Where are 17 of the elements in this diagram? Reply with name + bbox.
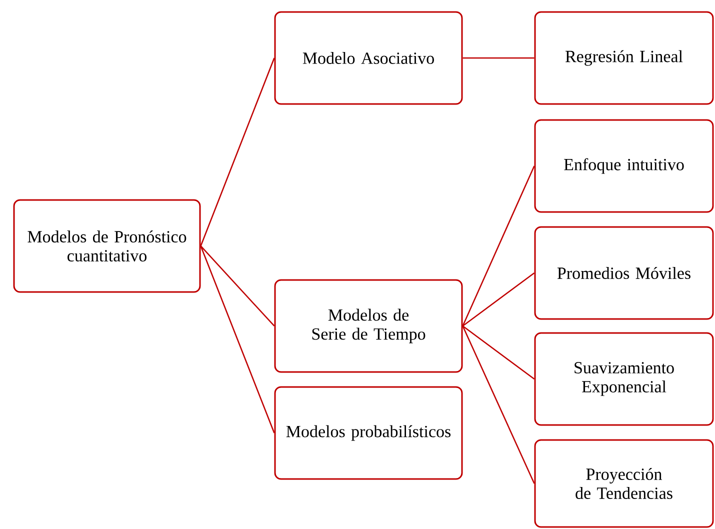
process-box: Modelo Asociativo (274, 11, 463, 105)
process-box: Regresión Lineal (534, 11, 714, 105)
connector-line (200, 246, 275, 434)
connector-line (462, 57, 534, 59)
process-box: Suavizamiento Exponencial (534, 332, 714, 426)
connector-line (462, 166, 535, 326)
connector-line (200, 246, 275, 326)
process-box: Proyección de Tendencias (534, 439, 714, 528)
process-box: Modelos de Serie de Tiempo (274, 279, 463, 373)
process-box: Modelos de Pronóstico cuantitativo (13, 199, 201, 293)
connector-line (462, 325, 535, 380)
connector-line (200, 58, 275, 246)
process-box: Enfoque intuitivo (534, 119, 714, 213)
process-box: Modelos probabilísticos (274, 386, 463, 480)
process-box: Promedios Móviles (534, 226, 714, 320)
connector-line (462, 326, 535, 484)
connector-line (462, 272, 535, 327)
